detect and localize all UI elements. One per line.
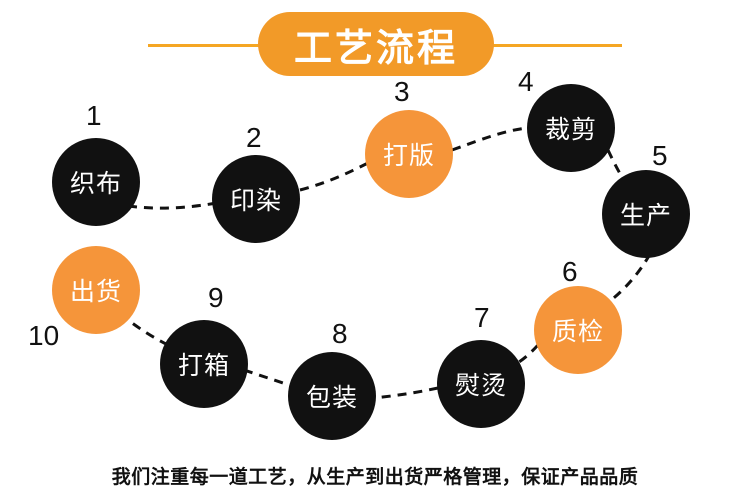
step-3-number: 3 [394, 76, 410, 107]
step-7-number: 7 [474, 302, 490, 333]
step-3-label: 打版 [382, 141, 435, 170]
step-2-circle: 印染 [212, 155, 300, 243]
step-2-label: 印染 [229, 186, 282, 215]
step-9-label: 打箱 [177, 351, 230, 380]
step-4-number: 4 [518, 66, 534, 97]
step-5-label: 生产 [619, 201, 672, 230]
step-1-number: 1 [86, 100, 102, 131]
step-1-circle: 织布 [52, 138, 140, 226]
title-rule-left [148, 44, 278, 47]
step-7-circle: 熨烫 [437, 340, 525, 428]
step-1-label: 织布 [69, 169, 122, 198]
step-8-number: 8 [332, 318, 348, 349]
step-8-circle: 包装 [288, 352, 376, 440]
step-10-circle: 出货 [52, 246, 140, 334]
step-4-circle: 裁剪 [527, 84, 615, 172]
step-6-circle: 质检 [534, 286, 622, 374]
step-5-number: 5 [652, 140, 668, 171]
step-7-label: 熨烫 [454, 371, 507, 400]
step-9-circle: 打箱 [160, 320, 248, 408]
step-5-circle: 生产 [602, 170, 690, 258]
step-4-label: 裁剪 [544, 115, 597, 144]
footer-caption: 我们注重每一道工艺，从生产到出货严格管理，保证产品品质 [111, 466, 639, 488]
step-10-number: 10 [28, 320, 60, 351]
page-title: 工艺流程 [258, 12, 494, 76]
step-3-circle: 打版 [365, 110, 453, 198]
step-6-number: 6 [562, 256, 578, 287]
step-8-label: 包装 [305, 383, 358, 412]
step-6-label: 质检 [551, 317, 604, 346]
step-10-label: 出货 [69, 277, 122, 306]
title-rule-right [472, 44, 622, 47]
step-2-number: 2 [246, 122, 262, 153]
step-9-number: 9 [208, 282, 224, 313]
